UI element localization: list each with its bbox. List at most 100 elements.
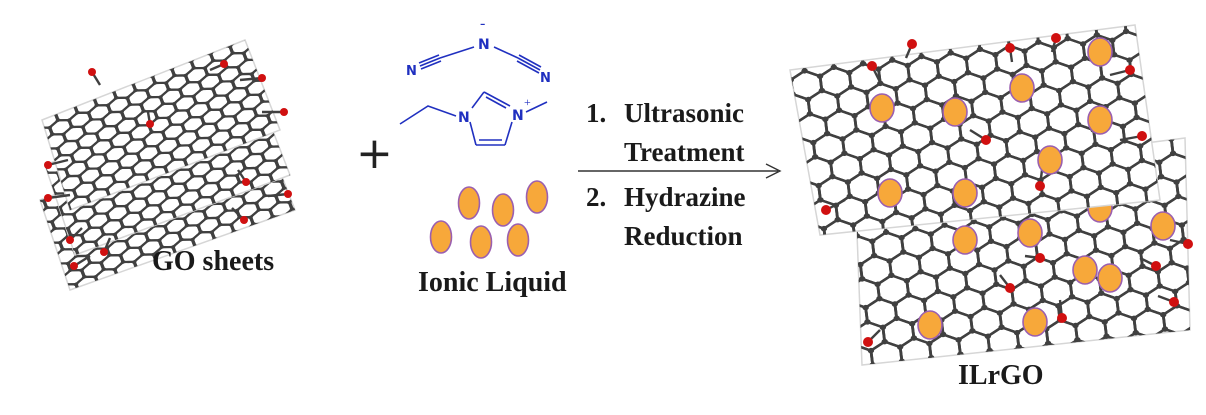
carbon-atom [9,290,15,295]
carbon-atom [34,269,40,274]
carbon-atom [21,262,27,267]
oxygen-atom [1151,261,1161,271]
carbon-ring [293,23,318,44]
carbon-atom [314,185,320,190]
carbon-atom [0,178,6,183]
carbon-ring [289,72,314,93]
carbon-atom [308,140,314,145]
carbon-atom [777,114,784,120]
carbon-atom [339,192,345,197]
carbon-atom [303,178,309,183]
cation-n1: N [458,110,470,126]
carbon-ring [305,90,330,111]
carbon-atom [307,21,313,26]
carbon-atom [290,92,296,97]
carbon-ring [256,49,281,70]
carbon-atom [100,89,106,94]
carbon-atom [33,143,39,148]
carbon-atom [214,9,220,14]
carbon-atom [758,204,765,210]
carbon-atom [39,76,45,81]
ionic-liquid-particle [870,94,894,122]
carbon-atom [72,75,78,80]
carbon-ring [333,103,358,124]
carbon-atom [106,281,112,286]
carbon-ring [16,296,41,317]
carbon-atom [799,53,806,59]
carbon-atom [321,56,327,61]
carbon-ring [333,162,358,183]
carbon-atom [81,303,87,308]
carbon-atom [78,289,84,294]
carbon-atom [845,285,852,291]
carbon-atom [42,317,48,322]
carbon-atom [329,108,335,113]
carbon-atom [295,193,301,198]
carbon-atom [796,272,803,278]
ionic-liquid-particle [493,194,514,226]
carbon-atom [358,184,364,189]
oxygen-atom [867,61,877,71]
carbon-atom [301,63,307,68]
carbon-atom [751,362,758,368]
carbon-atom [33,90,39,95]
carbon-atom [310,24,316,29]
carbon-ring [0,125,21,146]
carbon-ring [1186,151,1206,183]
carbon-ring [283,121,308,142]
carbon-ring [275,41,300,62]
carbon-ring [749,96,782,128]
carbon-ring [14,201,39,222]
carbon-ring [319,96,344,117]
carbon-atom [318,80,324,85]
carbon-atom [150,46,156,51]
carbon-ring [765,225,798,257]
carbon-atom [8,140,14,145]
carbon-atom [260,43,266,48]
carbon-atom [26,241,32,246]
carbon-atom [282,95,288,100]
carbon-atom [745,319,752,325]
carbon-ring [315,170,340,191]
carbon-atom [299,59,305,64]
carbon-atom [32,199,38,204]
carbon-ring [313,135,338,156]
carbon-ring [329,176,354,197]
oxygen-atom [146,120,154,128]
carbon-atom [298,143,304,148]
carbon-atom [292,151,298,156]
carbon-atom [313,59,319,64]
carbon-atom [0,168,2,173]
carbon-atom [283,249,289,254]
carbon-atom [776,330,783,336]
carbon-atom [887,43,894,49]
carbon-atom [175,24,181,29]
carbon-ring [771,159,804,191]
carbon-atom [42,289,48,294]
carbon-atom [341,227,347,232]
carbon-ring [0,142,7,163]
carbon-ring [34,253,59,274]
carbon-atom [316,185,322,190]
carbon-ring [843,19,876,51]
carbon-ring [0,198,17,219]
carbon-atom [36,297,42,302]
carbon-atom [1173,73,1180,79]
carbon-atom [784,154,791,160]
carbon-atom [310,80,316,85]
carbon-atom [737,32,744,38]
carbon-ring [26,173,51,194]
carbon-atom [306,164,312,169]
carbon-atom [329,136,335,141]
carbon-atom [755,52,762,58]
carbon-atom [70,296,76,301]
carbon-atom [51,254,57,259]
carbon-atom [294,221,300,226]
carbon-ring [301,79,326,100]
carbon-atom [803,206,810,212]
carbon-atom [23,262,29,267]
carbon-ring [818,281,851,313]
carbon-atom [24,178,30,183]
carbon-atom [244,229,250,234]
carbon-atom [1152,131,1159,137]
